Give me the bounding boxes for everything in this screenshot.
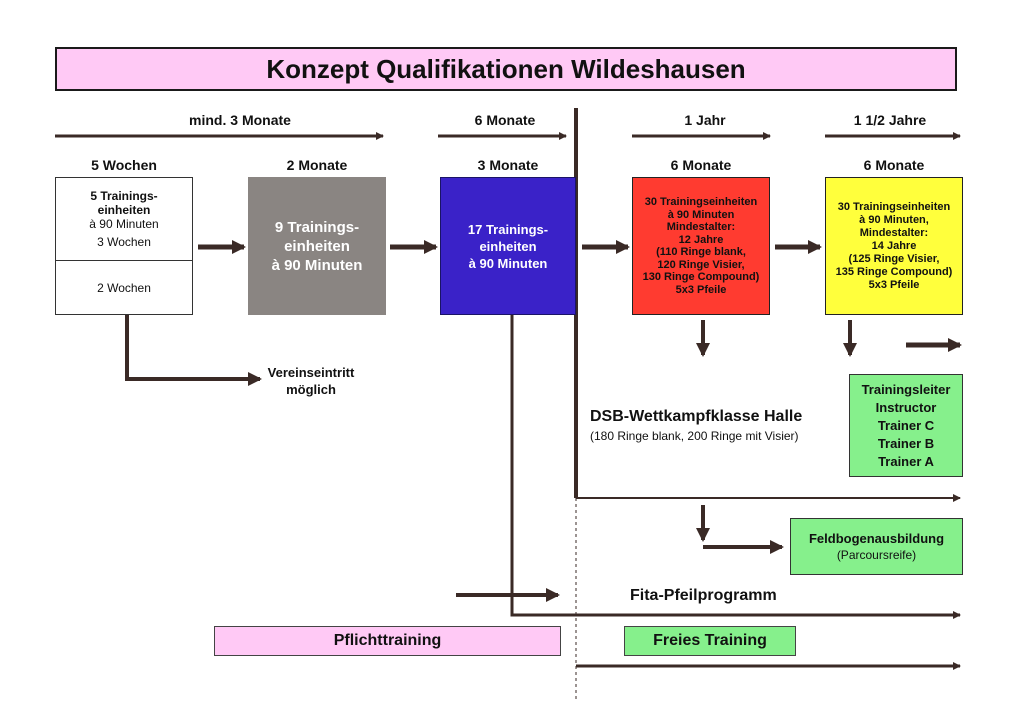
box5-line6: 135 Ringe Compound) [835,265,953,278]
box2-line1: 9 Trainings- [274,218,360,236]
trainer-item-0: Trainingsleiter [861,381,951,397]
fita-pfeilprogramm-label: Fita-Pfeilprogramm [630,587,777,604]
feldbogen-subtitle: (Parcoursreife) [836,548,917,562]
box4-line3: Mindestalter: [666,221,736,233]
box5-line1: 30 Trainingseinheiten [837,200,951,213]
box4-line1: 30 Trainingseinheiten [644,196,758,208]
vereinseintritt-label: Vereinseintritt möglich [255,364,367,398]
box-6-monate-red: 30 Trainingseinheiten à 90 Minuten Minde… [632,177,770,315]
dsb-wettkampfklasse: DSB-Wettkampfklasse Halle (180 Ringe bla… [590,408,850,443]
box4-line2: à 90 Minuten [667,208,735,221]
box2-line2: einheiten [284,237,350,255]
page-title: Konzept Qualifikationen Wildeshausen [55,47,957,91]
box-5-wochen: 5 Trainings- einheiten à 90 Minuten 3 Wo… [55,177,193,315]
box1-line3: à 90 Minuten [89,217,159,231]
timeline-label-6m: 6 Monate [474,112,536,128]
box4-line8: 5x3 Pfeile [675,283,727,296]
box3-line3: à 90 Minuten [468,255,548,271]
trainer-item-1: Instructor [875,399,937,415]
duration-label-3m: 3 Monate [477,157,539,173]
duration-label-5w: 5 Wochen [91,157,157,173]
box-5-wochen-top: 5 Trainings- einheiten à 90 Minuten 3 Wo… [56,178,192,261]
box3-line1: 17 Trainings- [467,221,549,237]
trainer-item-3: Trainer B [877,435,935,451]
timeline-label-1j: 1 Jahr [684,112,726,128]
feldbogen-box: Feldbogenausbildung (Parcoursreife) [790,518,963,575]
box4-line4: 12 Jahre [678,233,724,246]
box5-line3: Mindestalter: [859,226,929,239]
box-5-wochen-bottom: 2 Wochen [56,261,192,314]
freies-training-bar: Freies Training [624,626,796,656]
box1-line4: 3 Wochen [97,235,151,249]
box4-line5: (110 Ringe blank, [656,246,746,258]
pflichttraining-bar: Pflichttraining [214,626,561,656]
dsb-subtitle: (180 Ringe blank, 200 Ringe mit Visier) [590,429,799,443]
duration-label-6m-yellow: 6 Monate [863,157,925,173]
feldbogen-title: Feldbogenausbildung [808,531,945,546]
box1-bottom: 2 Wochen [97,280,151,295]
trainer-item-2: Trainer C [877,417,935,433]
trainer-item-4: Trainer A [878,453,934,469]
trainer-qualifications-box: Trainingsleiter Instructor Trainer C Tra… [849,374,963,477]
box4-line6: 120 Ringe Visier, [657,258,745,271]
timeline-label-15j: 1 1/2 Jahre [853,112,927,128]
box3-line2: einheiten [479,238,537,254]
arrow-verein [125,315,262,386]
box1-line2: einheiten [97,203,151,217]
dsb-title: DSB-Wettkampfklasse Halle [590,408,803,425]
duration-label-2m: 2 Monate [286,157,348,173]
box4-line7: 130 Ringe Compound) [642,271,760,283]
box5-line2: à 90 Minuten, [859,213,929,226]
timeline-label-mind3: mind. 3 Monate [189,112,291,128]
box1-line1: 5 Trainings- [90,189,158,203]
box-2-monate: 9 Trainings- einheiten à 90 Minuten [248,177,386,315]
arrow-fita-line [510,315,961,619]
box-6-monate-yellow: 30 Trainingseinheiten à 90 Minuten, Mind… [825,177,963,315]
box2-line3: à 90 Minuten [271,256,363,274]
box5-line4: 14 Jahre [871,239,917,252]
box5-line7: 5x3 Pfeile [868,278,920,291]
verein-line1: Vereinseintritt [267,365,355,380]
duration-label-6m-red: 6 Monate [670,157,732,173]
box-3-monate: 17 Trainings- einheiten à 90 Minuten [440,177,576,315]
verein-line2: möglich [286,382,336,397]
box5-line5: (125 Ringe Visier, [848,252,940,265]
